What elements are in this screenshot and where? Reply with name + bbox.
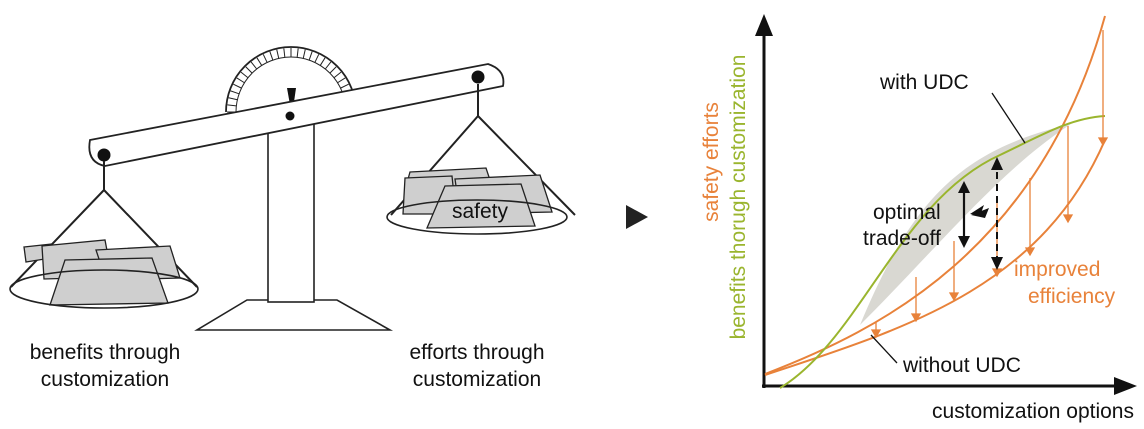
dial-tick xyxy=(296,48,299,58)
with-udc-label: with UDC xyxy=(879,71,969,94)
dial-tick xyxy=(236,77,245,84)
left-caption-line2: customization xyxy=(41,368,169,391)
dial-tick xyxy=(302,49,306,59)
improvement-arrow-head xyxy=(948,292,960,302)
safety-weight-label: safety xyxy=(452,200,509,223)
dial-tick xyxy=(250,61,258,70)
right-caption-line1: efforts through xyxy=(409,341,544,364)
dial-tick xyxy=(319,57,326,66)
y-axis-label-safety: safety efforts xyxy=(700,102,723,222)
right-pivot-dot xyxy=(471,70,485,84)
dial-tick xyxy=(227,104,237,107)
efforts-curve-with-udc xyxy=(764,139,1106,376)
benefits-curve xyxy=(779,115,1106,389)
dial-tick xyxy=(256,57,263,66)
y-axis-label-benefits: benefits thorugh customization xyxy=(727,55,750,340)
dial-tick xyxy=(240,71,249,79)
balance-scale: safety benefits through customization ef… xyxy=(9,46,576,391)
left-pan xyxy=(9,161,199,309)
safety-weight xyxy=(426,183,536,229)
improvement-arrow-head xyxy=(870,329,882,339)
dial-tick xyxy=(283,48,286,58)
left-caption-line1: benefits through xyxy=(30,341,181,364)
scale-base xyxy=(194,299,394,331)
improvement-arrow-head xyxy=(1097,137,1109,147)
dial-tick xyxy=(276,49,280,59)
left-pivot-dot xyxy=(97,148,111,162)
improvement-arrow-head xyxy=(910,313,922,323)
x-axis-label: customization options xyxy=(932,400,1134,423)
without-udc-label: without UDC xyxy=(902,354,1021,377)
right-caption-line2: customization xyxy=(413,368,541,391)
dial-tick xyxy=(308,51,313,61)
with-udc-leader xyxy=(991,92,1026,144)
y-axis-arrow-icon xyxy=(755,14,773,36)
improvement-arrow-head xyxy=(1062,214,1074,224)
tradeoff-graph: with UDC without UDC optimal trade-off i… xyxy=(700,14,1137,423)
efforts-curve-without-udc xyxy=(764,15,1106,375)
dial-tick xyxy=(228,97,238,101)
dial-tick xyxy=(230,90,240,95)
dial-tick xyxy=(245,66,253,74)
dial-tick xyxy=(269,51,274,61)
optimal-label-line1: optimal xyxy=(873,201,941,224)
improved-label-line1: improved xyxy=(1014,258,1100,281)
dial-tick xyxy=(337,77,346,84)
improved-label-line2: efficiency xyxy=(1028,285,1116,308)
without-udc-leader xyxy=(870,334,898,364)
optimal-label-line2: trade-off xyxy=(863,227,941,250)
dial-tick xyxy=(233,83,242,89)
dial-tick xyxy=(340,83,349,89)
dial-tick xyxy=(314,54,320,63)
dial-tick xyxy=(324,61,332,70)
x-axis-arrow-icon xyxy=(1114,377,1137,395)
transition-arrow-icon xyxy=(626,205,648,229)
scale-beam xyxy=(88,63,505,167)
dial-tick xyxy=(262,54,268,63)
dial-tick xyxy=(333,71,342,79)
right-pan xyxy=(386,84,576,235)
improvement-arrow-head xyxy=(1024,247,1036,257)
dial-tick xyxy=(329,66,337,74)
scale-pillar xyxy=(267,121,315,303)
beam-pivot xyxy=(285,111,295,121)
